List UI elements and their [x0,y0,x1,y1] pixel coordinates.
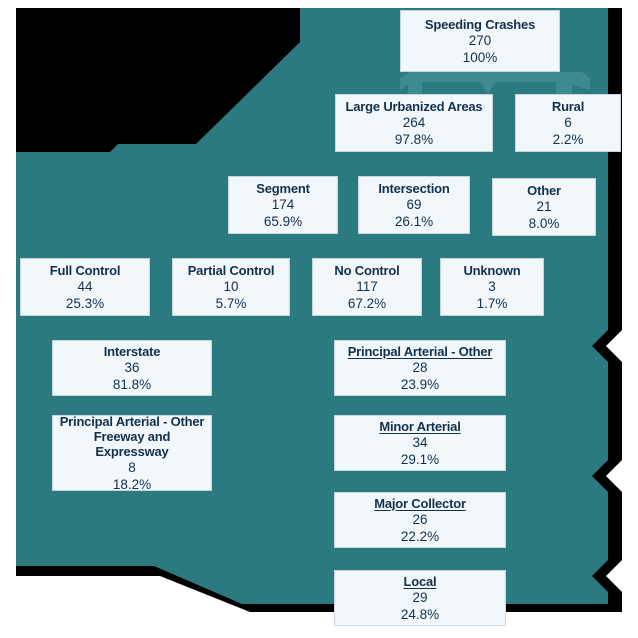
node-count: 10 [223,278,239,294]
node-local[interactable]: Local 29 24.8% [334,570,506,626]
node-count: 3 [488,278,496,294]
node-title: Unknown [463,262,521,278]
node-count: 270 [468,32,492,48]
node-title: Major Collector [374,495,466,511]
node-count: 117 [356,278,378,294]
node-minor-arterial[interactable]: Minor Arterial 34 29.1% [334,415,506,471]
node-title: Large Urbanized Areas [345,98,483,114]
node-intersection[interactable]: Intersection 69 26.1% [358,176,470,234]
node-large-urbanized-areas[interactable]: Large Urbanized Areas 264 97.8% [335,94,493,152]
node-percent: 2.2% [552,131,584,147]
node-title: Partial Control [187,262,275,278]
node-percent: 65.9% [263,213,303,229]
node-interstate[interactable]: Interstate 36 81.8% [52,340,212,396]
node-title: Local [403,573,437,589]
node-no-control[interactable]: No Control 117 67.2% [312,258,422,316]
node-percent: 25.3% [65,295,105,311]
node-count: 69 [406,196,422,212]
node-percent: 26.1% [394,213,434,229]
node-speeding-crashes[interactable]: Speeding Crashes 270 100% [400,10,560,72]
node-percent: 23.9% [400,376,440,392]
node-count: 29 [412,589,428,605]
node-title: Rural [551,98,585,114]
node-percent: 67.2% [347,295,387,311]
node-percent: 24.8% [400,606,440,622]
node-percent: 18.2% [112,476,152,492]
node-unknown[interactable]: Unknown 3 1.7% [440,258,544,316]
node-title: No Control [334,262,400,278]
node-principal-arterial-other-freeway-and-expressway[interactable]: Principal Arterial - Other Freeway and E… [52,413,212,492]
node-count: 6 [564,114,572,130]
node-percent: 100% [462,49,498,65]
node-title: Segment [256,180,310,196]
node-percent: 5.7% [215,295,247,311]
node-percent: 29.1% [400,451,440,467]
node-title: Principal Arterial - Other Freeway and E… [59,413,205,459]
node-title: Principal Arterial - Other [347,343,493,359]
node-title: Minor Arterial [379,418,461,434]
node-major-collector[interactable]: Major Collector 26 22.2% [334,492,506,548]
node-percent: 22.2% [400,528,440,544]
node-count: 26 [412,511,428,527]
node-count: 21 [536,198,552,214]
node-full-control[interactable]: Full Control 44 25.3% [20,258,150,316]
node-title: Other [527,182,561,198]
node-principal-arterial-other[interactable]: Principal Arterial - Other 28 23.9% [334,340,506,396]
node-percent: 97.8% [394,131,434,147]
node-count: 34 [412,434,428,450]
node-title: Speeding Crashes [424,16,536,32]
node-count: 174 [271,196,295,212]
node-percent: 1.7% [476,295,508,311]
node-percent: 81.8% [112,376,152,392]
node-count: 8 [128,459,136,475]
node-title: Full Control [49,262,121,278]
node-count: 28 [412,359,428,375]
node-other[interactable]: Other 21 8.0% [492,178,596,236]
node-rural[interactable]: Rural 6 2.2% [515,94,621,152]
node-count: 36 [124,359,140,375]
node-count: 44 [77,278,93,294]
node-percent: 8.0% [528,215,560,231]
node-partial-control[interactable]: Partial Control 10 5.7% [172,258,290,316]
node-count: 264 [402,114,426,130]
node-segment[interactable]: Segment 174 65.9% [228,176,338,234]
node-title: Intersection [378,180,450,196]
node-title: Interstate [103,343,161,359]
